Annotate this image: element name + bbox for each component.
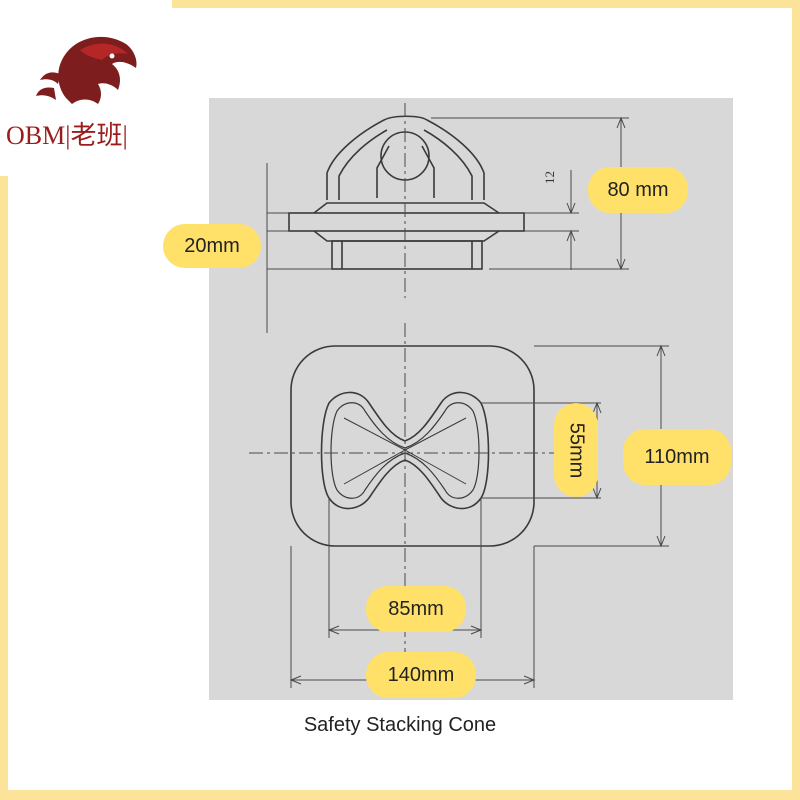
frame-top (0, 0, 800, 8)
dim-label-outer-length: 110mm (623, 429, 731, 485)
caption: Safety Stacking Cone (303, 714, 497, 736)
dim-label-slot-length: 85mm (366, 586, 466, 632)
outer-plate (290, 345, 535, 547)
dim-label-flange: 20mm (163, 224, 261, 268)
bowtie-inner (330, 402, 480, 499)
dim-label-outer-width: 140mm (366, 652, 476, 698)
cone-inner-left (338, 129, 388, 200)
top-view (290, 345, 535, 547)
lower-body (331, 240, 483, 270)
frame-right (792, 0, 800, 800)
brand-logo: OBM|老班| (0, 0, 172, 176)
dim-12-label: 12 (542, 171, 557, 184)
cone-rib-right (421, 145, 435, 198)
cone-body (326, 115, 485, 200)
flange-plate (288, 212, 525, 232)
horse-head-logo-icon (36, 36, 137, 104)
dim-label-height: 80 mm (588, 167, 688, 213)
cone-inner-right (423, 129, 473, 200)
frame-bottom (0, 790, 800, 800)
cone-rib-left (376, 145, 390, 198)
dim-label-inner-width: 55mm (554, 403, 598, 497)
frame-left (0, 0, 8, 800)
logo-text: OBM|老班| (6, 121, 128, 150)
